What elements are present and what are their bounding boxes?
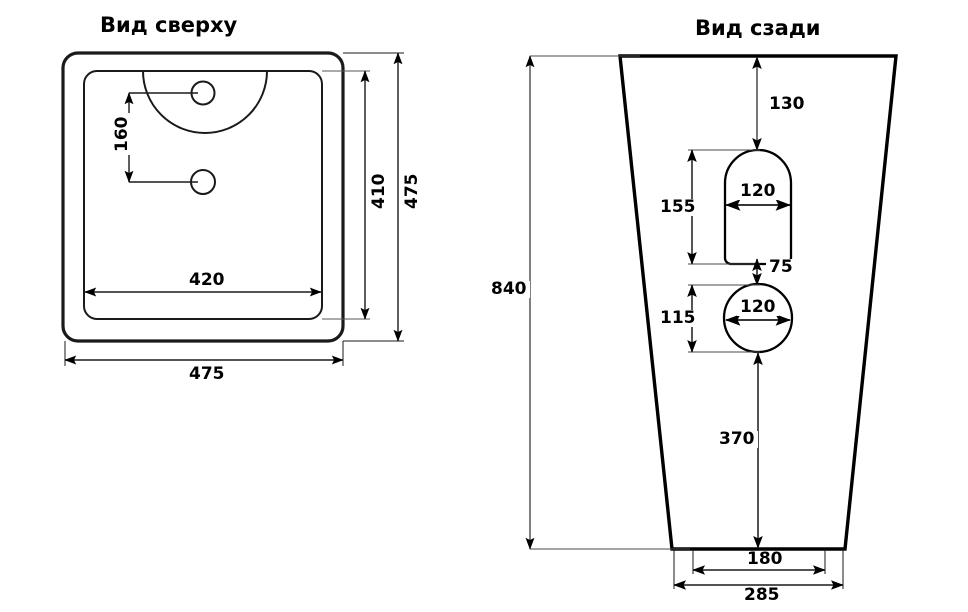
dimension-label-130: 130	[766, 96, 808, 113]
back-view-circle-opening	[722, 282, 794, 354]
dimension-label-410: 410	[369, 170, 389, 212]
dimension-475-vertical	[343, 52, 404, 342]
dimension-410	[322, 70, 370, 320]
back-view-group	[525, 54, 898, 590]
top-view-inner-basin	[83, 70, 323, 320]
back-view-title: Вид сзади	[695, 16, 821, 40]
top-view-outer-outline	[61, 51, 345, 343]
dimension-label-285: 285	[741, 587, 783, 604]
back-view-arch-cutout	[723, 148, 793, 266]
top-view-group	[61, 51, 404, 366]
back-view-pedestal-outline	[618, 54, 898, 551]
top-view-title: Вид сверху	[100, 13, 238, 37]
top-view-splash-arc	[142, 70, 268, 134]
dimension-840	[525, 55, 690, 550]
dimension-180	[692, 549, 826, 575]
dimension-label-155: 155	[657, 199, 699, 216]
dimension-160	[124, 92, 198, 183]
dimension-label-180: 180	[744, 551, 786, 568]
dimension-475-horizontal	[64, 341, 344, 366]
dimension-label-370: 370	[716, 431, 758, 448]
dimension-label-120-arch: 120	[737, 183, 779, 200]
dimension-label-75: 75	[766, 259, 796, 276]
dimension-label-160: 160	[112, 113, 132, 155]
dimension-label-475-horizontal: 475	[186, 366, 228, 383]
dimension-label-420: 420	[186, 272, 228, 289]
dimension-285	[673, 549, 844, 590]
dimension-label-475-vertical: 475	[402, 170, 422, 212]
dimension-label-120-circle: 120	[737, 299, 779, 316]
dimension-label-840: 840	[488, 281, 530, 298]
dimension-label-115: 115	[657, 310, 699, 327]
